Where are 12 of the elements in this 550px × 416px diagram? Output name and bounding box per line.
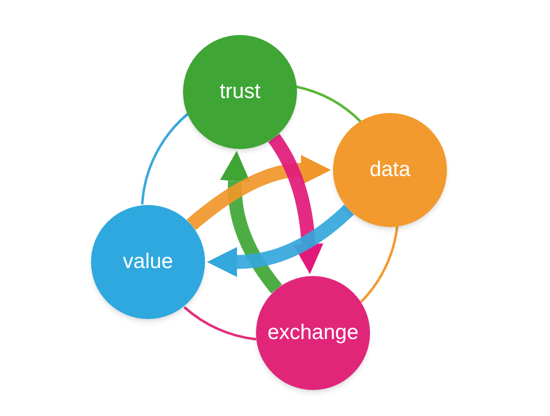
ring-arc — [296, 85, 362, 122]
ring-arc — [184, 306, 256, 340]
ring-arc — [360, 226, 398, 303]
curved-arrow — [207, 204, 354, 277]
node-label: trust — [220, 79, 260, 106]
curved-arrow — [220, 150, 282, 294]
curved-arrow — [186, 155, 331, 230]
node-label: data — [370, 157, 410, 184]
curved-arrow — [268, 134, 324, 274]
ring-arc — [140, 112, 189, 204]
node-label: value — [122, 249, 174, 276]
node-label: exchange — [267, 320, 359, 346]
